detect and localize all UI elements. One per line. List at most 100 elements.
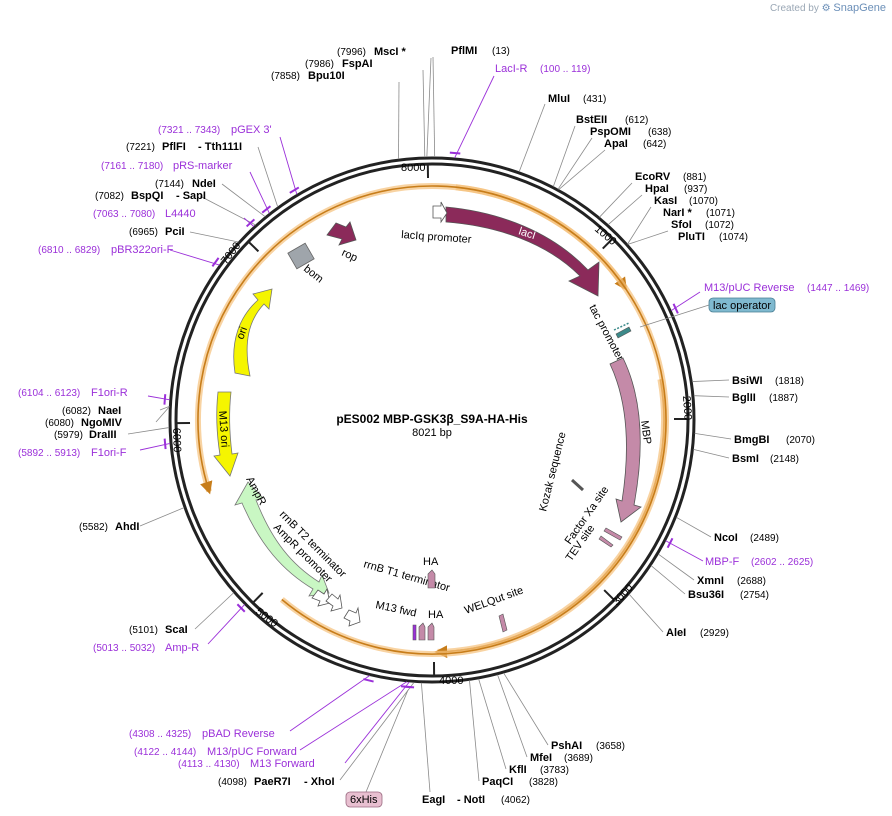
enzyme-name: PaqCI	[482, 776, 513, 788]
AmpR-arrow[interactable]	[234, 481, 330, 597]
enzyme-name: ScaI	[165, 624, 188, 636]
primer-pos: (4308 .. 4325)	[129, 729, 191, 740]
enzyme-pos: (7986)	[305, 59, 334, 70]
primer-name[interactable]: Amp-R	[165, 642, 199, 654]
primer-pos: (100 .. 119)	[540, 64, 590, 75]
enzyme-pos: (7144)	[155, 179, 184, 190]
lac-operator-badge[interactable]	[708, 297, 776, 313]
primer-mark[interactable]	[163, 394, 167, 405]
bom-box[interactable]	[287, 242, 315, 270]
enzyme-name: - Tth111I	[198, 141, 242, 153]
Kozak-mark[interactable]	[570, 478, 585, 492]
lac-operator-mark[interactable]	[613, 322, 630, 331]
enzyme-pos: (5582)	[79, 522, 108, 533]
lacIq-promoter-label: lacIq promoter	[401, 229, 472, 246]
enzyme-name: SfoI	[671, 219, 692, 231]
M13-ori-arrow[interactable]	[213, 391, 239, 477]
primer-pos: (4113 .. 4130)	[178, 759, 240, 770]
enzyme-pos: (642)	[643, 139, 666, 150]
tick-5000	[252, 592, 264, 604]
MBP-arrow[interactable]	[609, 357, 642, 523]
HA-label-1: HA	[423, 556, 439, 568]
tac-promoter-arrow[interactable]	[615, 326, 632, 339]
enzyme-name: - NotI	[457, 794, 485, 806]
primer-name[interactable]: M13 Forward	[250, 758, 315, 770]
enzyme-pos: (4062)	[501, 795, 530, 806]
primer-name[interactable]: M13/pUC Forward	[207, 746, 297, 758]
enzyme-name: PflMI	[451, 45, 477, 57]
orf-arc-2[interactable]	[197, 185, 667, 655]
enzyme-leader	[693, 448, 730, 459]
enzyme-pos: (2489)	[750, 533, 779, 544]
primer-mark[interactable]	[672, 303, 679, 314]
HA-arrow-1[interactable]	[427, 569, 436, 589]
FactorXa-arrow[interactable]	[603, 527, 623, 541]
6xHis-badge[interactable]	[345, 791, 383, 808]
tick-label-4000: 4000	[439, 675, 463, 687]
ori-arrow[interactable]	[233, 288, 273, 377]
enzyme-leader	[694, 432, 732, 440]
primer-mark[interactable]	[211, 257, 220, 267]
primer-name[interactable]: LacI-R	[495, 63, 527, 75]
enzyme-leader	[221, 183, 266, 217]
enzyme-pos: (1071)	[706, 208, 735, 219]
primer-leader	[289, 675, 370, 732]
primer-name[interactable]: F1ori-R	[91, 387, 128, 399]
primer-name[interactable]: F1ori-F	[91, 447, 127, 459]
backbone-outer-ring	[168, 156, 696, 684]
lacI-arrow[interactable]	[445, 206, 600, 297]
enzyme-pos: (612)	[625, 115, 648, 126]
primer-name[interactable]: pBR322ori-F	[111, 244, 174, 256]
lacIq-promoter-arrow[interactable]	[432, 201, 448, 224]
enzyme-name: NaeI	[98, 405, 121, 417]
HA-label-2: HA	[428, 609, 444, 621]
M13-ori-label: M13 ori	[216, 410, 231, 447]
snapgene-credit: Created by ⚙ SnapGene	[770, 2, 886, 14]
enzyme-name: ApaI	[604, 138, 628, 150]
primer-name[interactable]: pRS-marker	[173, 160, 233, 172]
enzyme-pos: (1072)	[705, 220, 734, 231]
primer-mark[interactable]	[289, 186, 300, 194]
enzyme-leader	[155, 406, 170, 423]
enzyme-name: BmgBI	[734, 434, 769, 446]
enzyme-leader	[693, 395, 730, 398]
rrnB-T2-arrow[interactable]	[325, 593, 343, 612]
primer-name[interactable]: pBAD Reverse	[202, 728, 275, 740]
primer-mark[interactable]	[363, 678, 374, 683]
rop-arrow[interactable]	[326, 221, 357, 246]
enzyme-pos: (3689)	[564, 753, 593, 764]
primer-mark[interactable]	[666, 537, 674, 549]
enzyme-pos: (2929)	[700, 628, 729, 639]
enzyme-leader	[497, 674, 528, 758]
primer-mark[interactable]	[403, 685, 415, 689]
primer-mark[interactable]	[261, 205, 272, 214]
enzyme-leader	[518, 103, 546, 172]
HA-arrow-3[interactable]	[418, 622, 426, 641]
enzyme-leader	[627, 206, 652, 245]
rrnB-T1-arrow[interactable]	[343, 606, 361, 627]
primer-name[interactable]: pGEX 3'	[231, 124, 272, 136]
enzyme-name: KasI	[654, 195, 677, 207]
primer-leader	[454, 75, 495, 159]
TEV-arrow[interactable]	[598, 535, 614, 548]
primer-name[interactable]: L4440	[165, 208, 196, 220]
AmpR-promoter-arrow[interactable]	[311, 587, 331, 607]
HA-arrow-2[interactable]	[427, 622, 435, 641]
primer-pos: (7063 .. 7080)	[93, 209, 155, 220]
primer-mark[interactable]	[449, 151, 461, 155]
primer-mark[interactable]	[163, 438, 167, 450]
primer-mark[interactable]	[236, 603, 246, 613]
enzyme-leader	[557, 137, 593, 190]
primer-name[interactable]: M13/pUC Reverse	[704, 282, 794, 294]
enzyme-name: PshAI	[551, 740, 582, 752]
enzyme-name: Bsu36I	[688, 589, 724, 601]
tick-label-1000: 1000	[592, 223, 618, 248]
primer-name[interactable]: MBP-F	[705, 556, 740, 568]
enzyme-name: Bpu10I	[308, 70, 345, 82]
primer-mark[interactable]	[245, 218, 256, 228]
enzyme-name: PflFI	[162, 141, 186, 153]
lac-operator-label: lac operator	[713, 300, 771, 312]
WELQut-arrow[interactable]	[498, 613, 508, 633]
M13-fwd-arrow[interactable]	[412, 624, 417, 641]
